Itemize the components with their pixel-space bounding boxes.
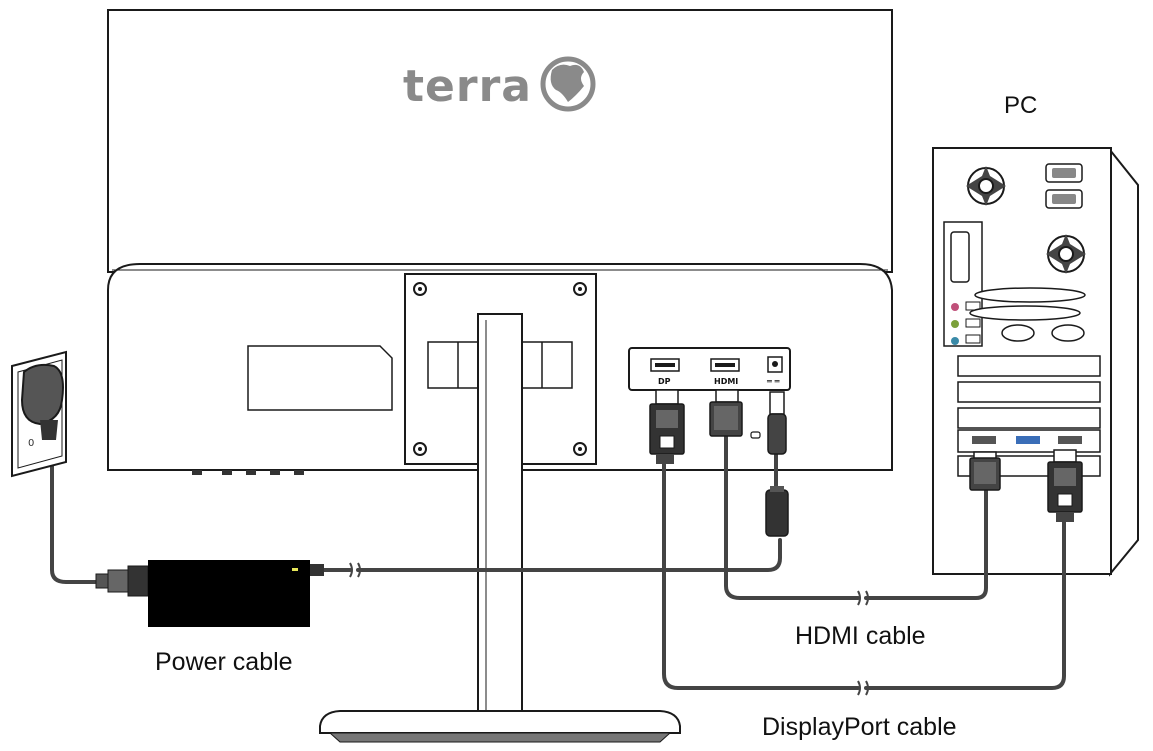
dc-connector (765, 391, 789, 537)
brand-text: terra (403, 61, 532, 112)
monitor-back (107, 9, 893, 475)
power-cable-label: Power cable (155, 648, 293, 676)
hdmi-cable-label: HDMI cable (795, 622, 926, 650)
power-plug-icon (20, 363, 64, 440)
brand-logo: terra (403, 56, 596, 112)
dc-cable (310, 538, 782, 572)
hdmi-port-label: HDMI (714, 377, 738, 386)
monitor-stand (319, 313, 681, 743)
wall-plug-cord (50, 438, 97, 584)
dp-plug-monitor (649, 389, 685, 464)
svg-text:0: 0 (28, 438, 34, 449)
hdmi-cable (724, 432, 988, 600)
pc-label: PC (1004, 92, 1038, 119)
pc-tower (932, 147, 1139, 577)
monitor-port-panel: DP HDMI ═ ═ (628, 347, 791, 439)
svg-text:═ ═: ═ ═ (766, 377, 780, 386)
hdmi-plug-pc (969, 451, 1001, 491)
cable-breaks (349, 562, 869, 696)
power-adapter (95, 560, 324, 627)
displayport-cable-label: DisplayPort cable (762, 713, 957, 741)
globe-icon (540, 56, 596, 112)
cables (50, 432, 1066, 690)
dp-port-label: DP (658, 377, 671, 386)
monitor-buttons (192, 470, 304, 475)
dp-plug-pc (1047, 449, 1083, 522)
displayport-cable (662, 460, 1066, 690)
hdmi-plug-monitor (709, 389, 743, 437)
